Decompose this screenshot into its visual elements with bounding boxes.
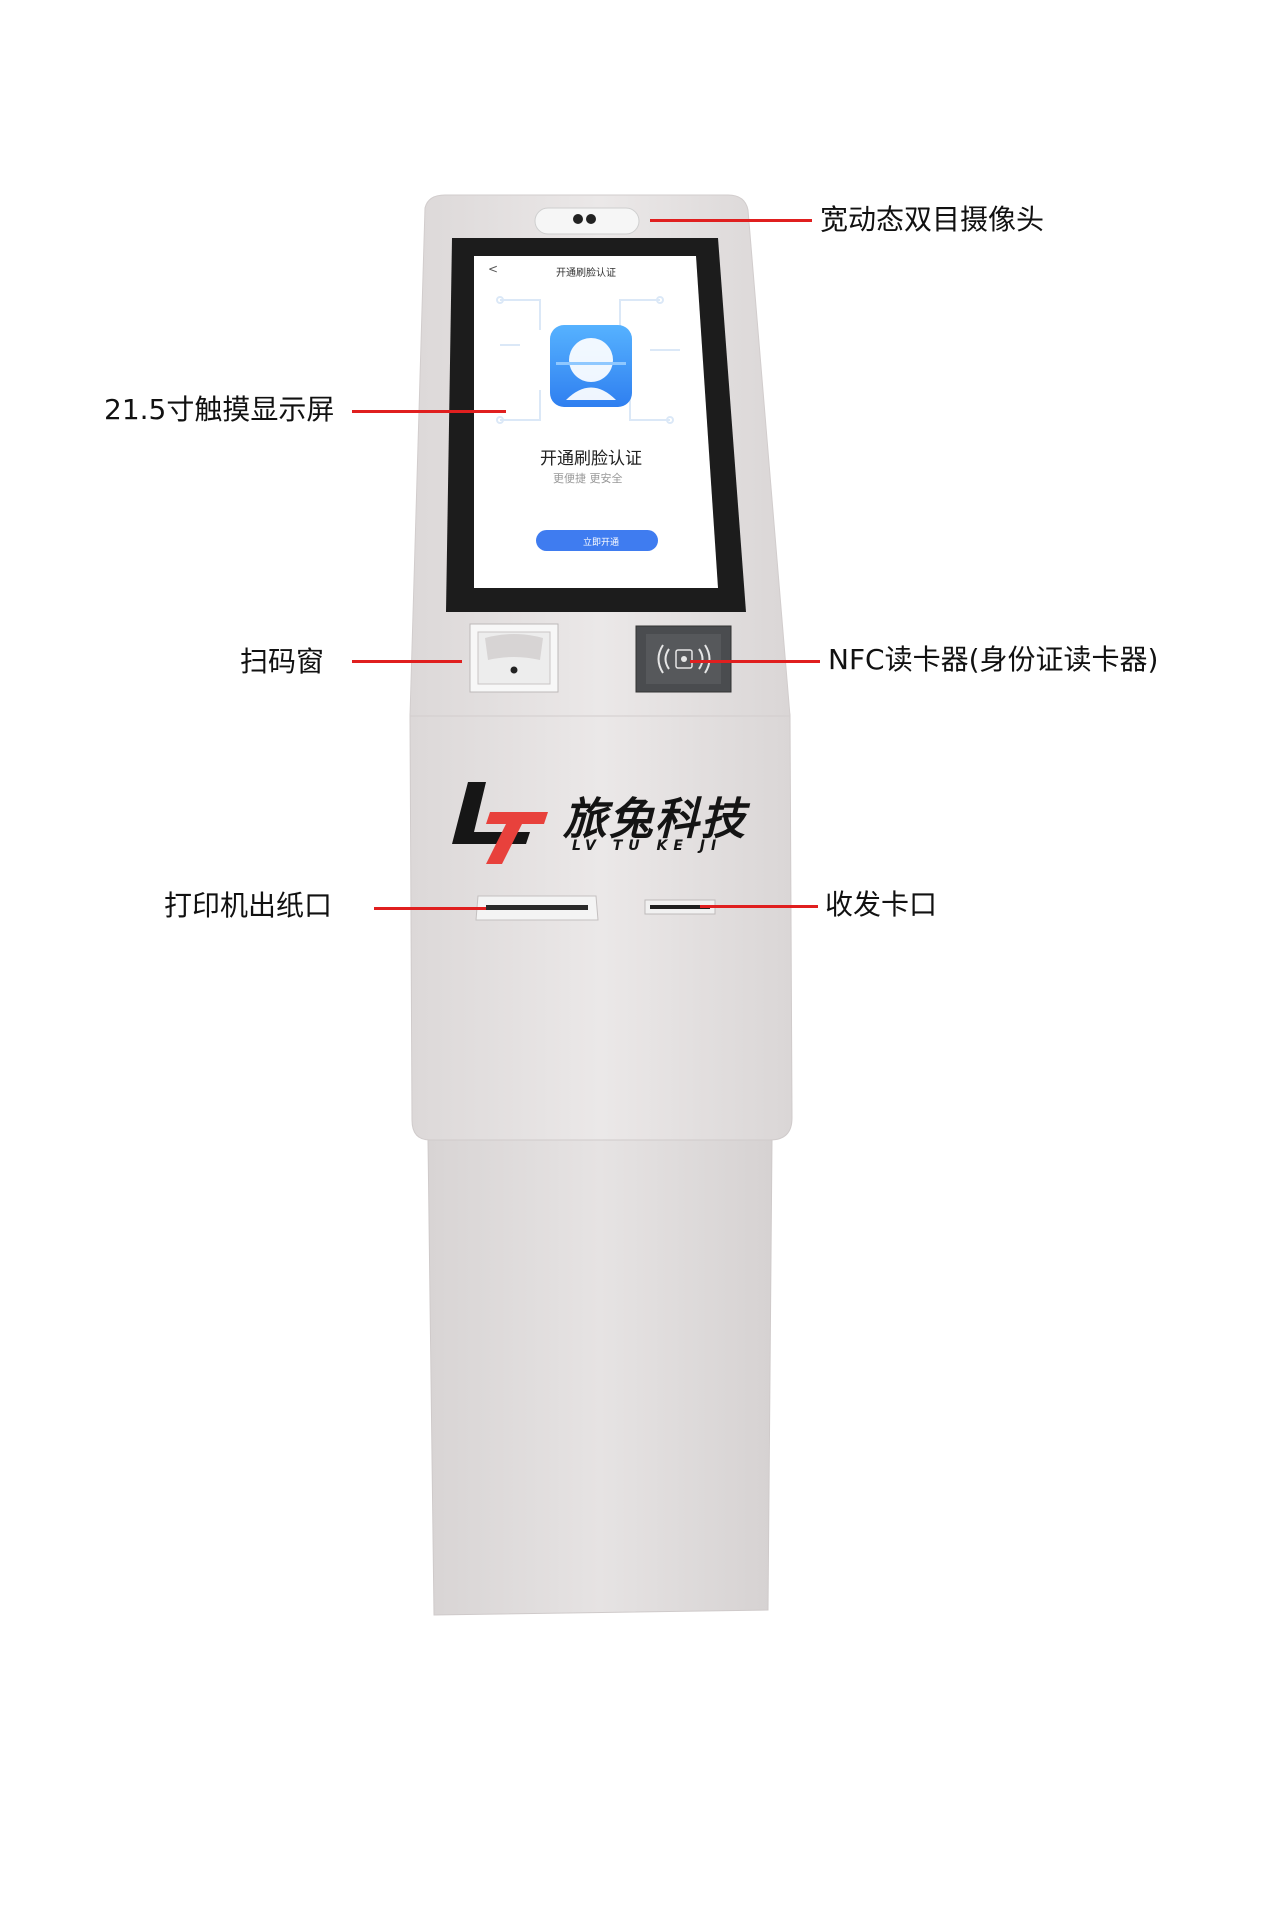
screen-header-title: 开通刷脸认证 [556, 268, 616, 279]
callout-card: 收发卡口 [825, 888, 938, 921]
leader-scanner [352, 660, 462, 663]
screen-open-button-label[interactable]: 立即开通 [583, 538, 620, 548]
callout-screen: 21.5寸触摸显示屏 [104, 393, 335, 426]
card-slot [644, 899, 716, 915]
brand-name-en: LV TU KE JI [572, 838, 723, 854]
printer-outlet [475, 895, 599, 921]
brand-name-cn: 旅兔科技 [563, 794, 747, 845]
leader-nfc [690, 660, 820, 663]
callout-scanner: 扫码窗 [240, 645, 325, 678]
screen-subtitle: 更便捷 更安全 [553, 472, 623, 485]
camera-module [534, 207, 640, 235]
face-id-icon [550, 325, 632, 407]
screen-main-title: 开通刷脸认证 [540, 449, 642, 469]
screen-back-icon[interactable]: < [488, 262, 499, 276]
callout-camera: 宽动态双目摄像头 [820, 203, 1045, 236]
screen-open-button [536, 530, 658, 551]
leader-card [700, 905, 818, 908]
kiosk-lower-body [409, 709, 793, 1141]
leader-screen [352, 410, 506, 413]
callout-printer: 打印机出纸口 [164, 889, 333, 922]
brand-logo-mark [452, 782, 548, 864]
nfc-icon [635, 625, 732, 693]
kiosk-stand [427, 1139, 773, 1616]
scanner-icon [469, 623, 559, 693]
screen-panel [474, 256, 718, 588]
leader-camera [650, 219, 812, 222]
leader-printer [374, 907, 486, 910]
callout-nfc: NFC读卡器(身份证读卡器) [828, 643, 1159, 676]
